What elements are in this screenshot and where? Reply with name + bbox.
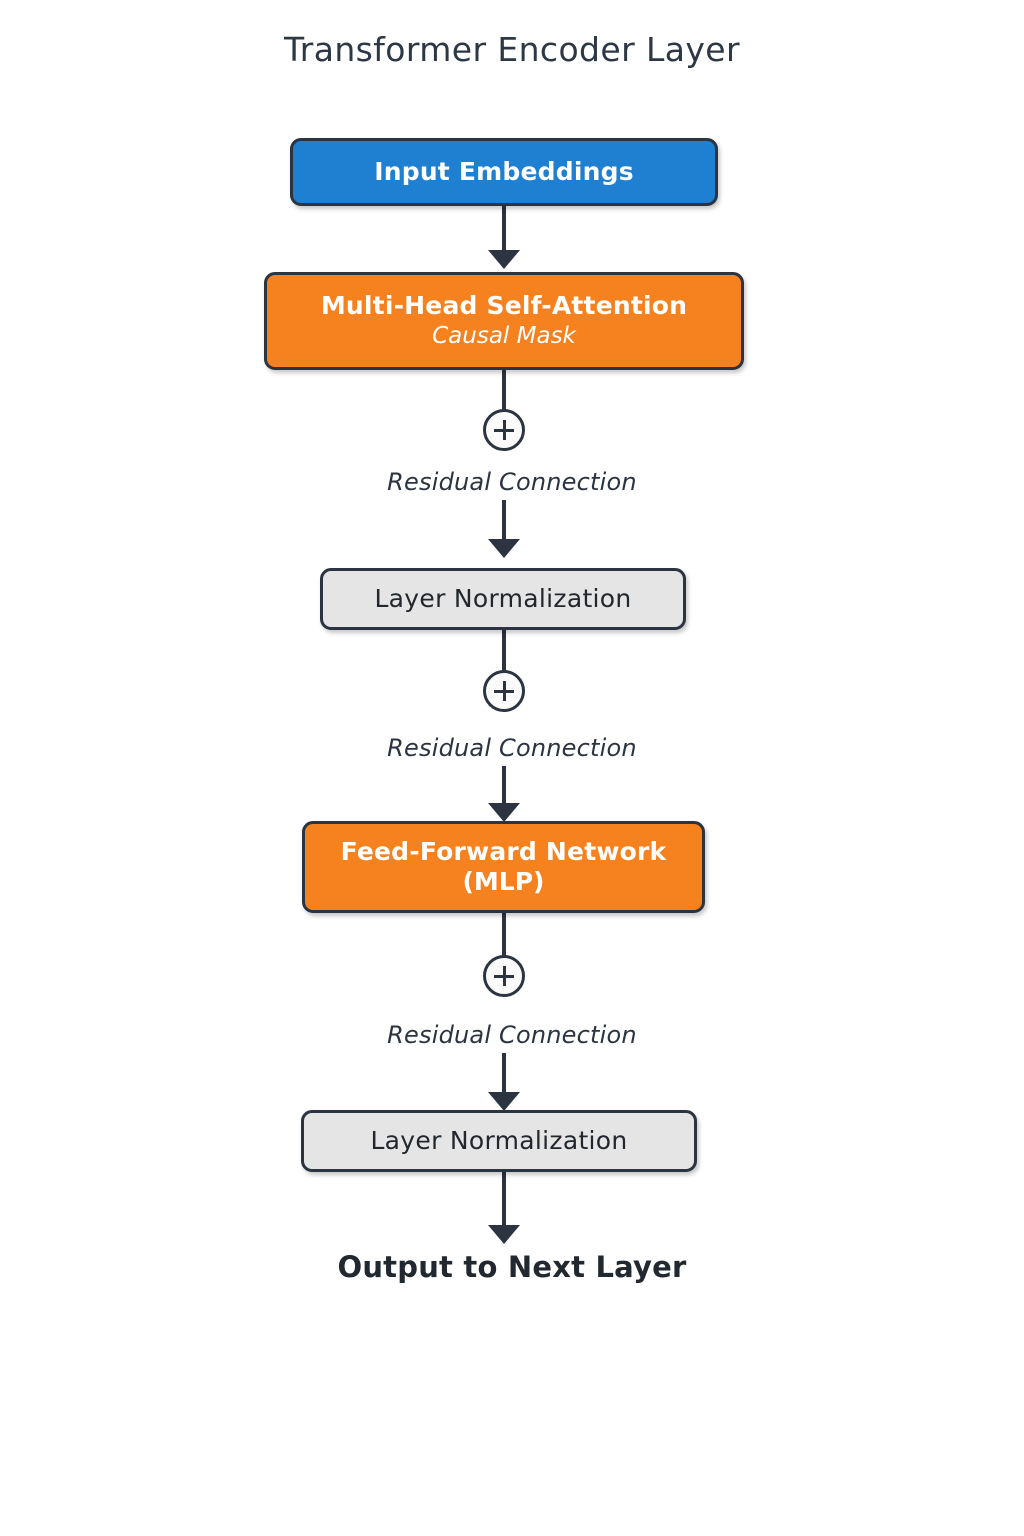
connector-ffn-to-residual-3: [502, 913, 506, 957]
arrowhead-residual-2-to-ffn: [488, 803, 520, 822]
connector-attention-to-residual-1: [502, 370, 506, 412]
connector-input-to-attention: [502, 206, 506, 252]
node-multi-head-self-attention-label: Multi-Head Self-Attention: [320, 290, 688, 320]
residual-connection-label-3: Residual Connection: [387, 1021, 637, 1049]
connector-residual-3-to-layernorm-2: [502, 1053, 506, 1103]
page-title: Transformer Encoder Layer: [284, 30, 740, 69]
residual-add-icon-1: [483, 409, 525, 451]
output-label: Output to Next Layer: [337, 1250, 687, 1284]
connector-layernorm-1-to-residual-2: [502, 630, 506, 672]
residual-add-icon-2: [483, 670, 525, 712]
arrowhead-layernorm-2-to-output: [488, 1225, 520, 1244]
arrowhead-residual-1-to-layernorm-1: [488, 539, 520, 558]
node-layer-normalization-2-label: Layer Normalization: [370, 1125, 628, 1155]
connector-layernorm-2-to-output: [502, 1172, 506, 1234]
connector-residual-1-to-layernorm-1: [502, 500, 506, 550]
residual-connection-label-2: Residual Connection: [387, 734, 637, 762]
node-multi-head-self-attention[interactable]: Multi-Head Self-Attention Causal Mask: [264, 272, 744, 370]
arrowhead-residual-3-to-layernorm-2: [488, 1092, 520, 1111]
node-multi-head-self-attention-sublabel: Causal Mask: [432, 322, 576, 349]
connector-residual-2-to-ffn: [502, 766, 506, 814]
residual-add-icon-3: [483, 955, 525, 997]
node-input-embeddings-label: Input Embeddings: [374, 156, 634, 186]
node-feed-forward-network-label: Feed-Forward Network: [340, 836, 667, 866]
residual-connection-label-1: Residual Connection: [387, 468, 637, 496]
arrowhead-input-to-attention: [488, 250, 520, 269]
node-layer-normalization-1-label: Layer Normalization: [374, 583, 632, 613]
node-feed-forward-network[interactable]: Feed-Forward Network (MLP): [302, 821, 705, 913]
node-layer-normalization-2[interactable]: Layer Normalization: [301, 1110, 697, 1172]
node-input-embeddings[interactable]: Input Embeddings: [290, 138, 718, 206]
node-feed-forward-network-sublabel: (MLP): [462, 866, 545, 896]
node-layer-normalization-1[interactable]: Layer Normalization: [320, 568, 686, 630]
